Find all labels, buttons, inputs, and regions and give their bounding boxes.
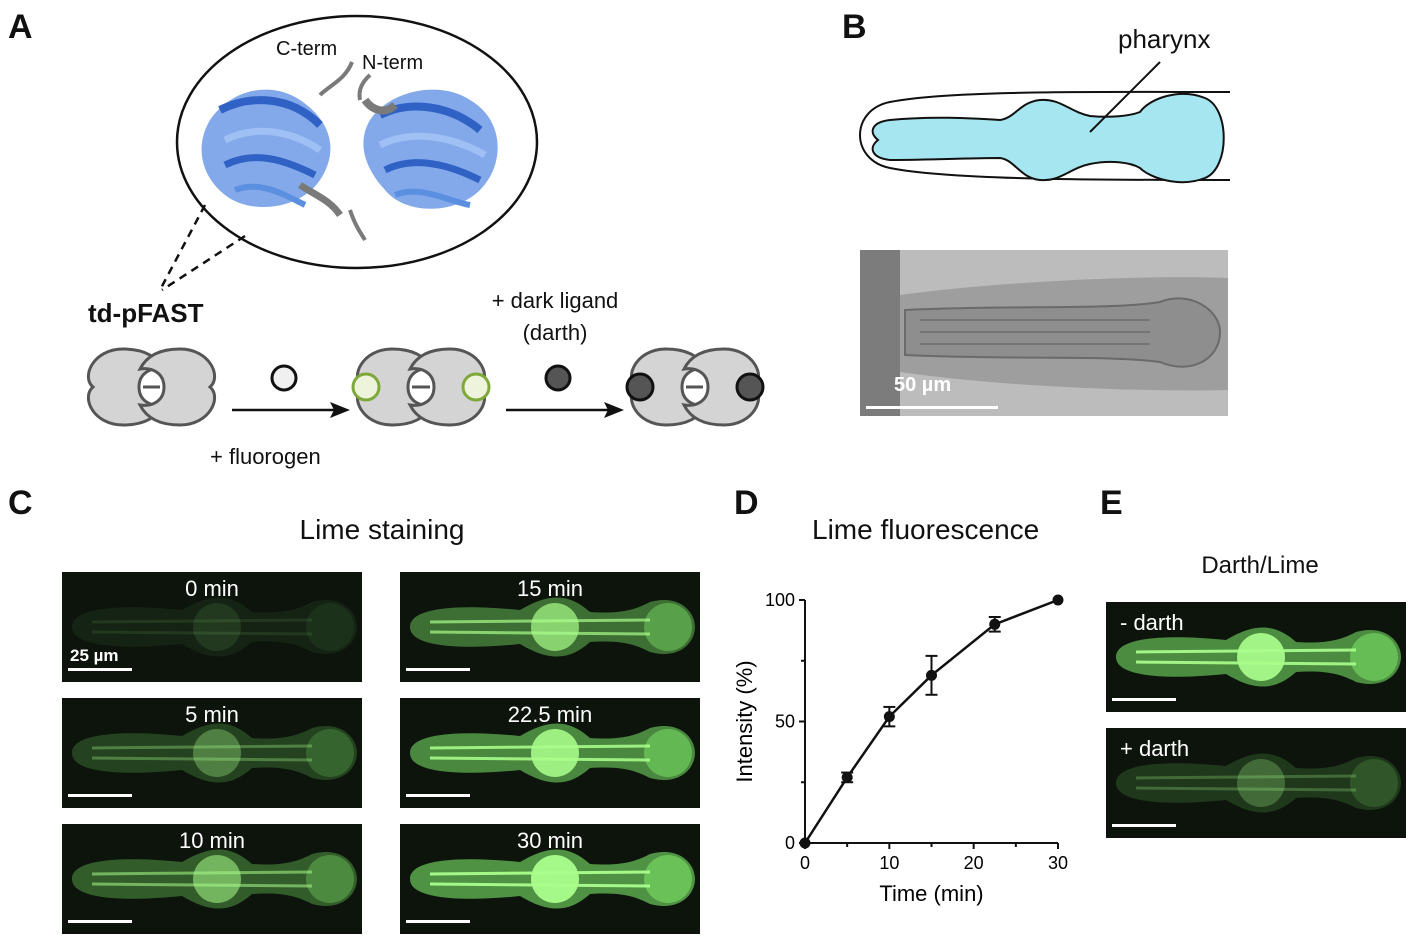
data-point xyxy=(883,711,895,723)
c-term-label: C-term xyxy=(276,38,338,60)
micrograph-3: 15 min xyxy=(400,572,700,682)
panel-c-title: Lime staining xyxy=(299,514,465,545)
fluorogen-circle-icon xyxy=(270,364,298,392)
x-tick-label: 20 xyxy=(964,853,984,873)
td-pfast-fluorogen xyxy=(351,347,491,427)
scale-bar-e1 xyxy=(1112,698,1176,701)
fluorogen-label: + fluorogen xyxy=(210,444,321,469)
panel-b-letter: B xyxy=(842,8,867,46)
scale-bar xyxy=(406,920,470,923)
micrograph-time-label: 22.5 min xyxy=(507,702,593,727)
plus-darth-image: + darth xyxy=(1106,728,1406,838)
scale-bar xyxy=(68,920,132,923)
micrograph-time-label: 10 min xyxy=(178,828,246,853)
scale-bar xyxy=(68,668,132,671)
y-tick-label: 50 xyxy=(775,712,795,732)
micrograph-1: 5 min xyxy=(62,698,362,808)
scale-label-50: 50 µm xyxy=(894,374,952,396)
data-point xyxy=(841,771,853,783)
scale-bar-50 xyxy=(866,406,998,409)
micrograph-2: 10 min xyxy=(62,824,362,934)
micrograph-time-label: 0 min xyxy=(185,576,239,601)
darth-circle-icon xyxy=(544,364,572,392)
protein-name: td-pFAST xyxy=(88,298,204,328)
data-point xyxy=(799,837,811,849)
darth-label: (darth) xyxy=(522,320,588,345)
panel-d-letter: D xyxy=(734,484,759,522)
x-axis-label: Time (min) xyxy=(879,881,983,906)
brightfield-image: 50 µm xyxy=(860,250,1228,416)
panel-c-letter: C xyxy=(8,484,33,522)
micrograph-5: 30 min xyxy=(400,824,700,934)
dark-ligand-label: + dark ligand xyxy=(491,288,619,313)
y-tick-label: 100 xyxy=(765,590,795,610)
x-tick-label: 30 xyxy=(1048,853,1068,873)
panel-d-title: Lime fluorescence xyxy=(812,514,1040,545)
scale-bar-e2 xyxy=(1112,824,1176,827)
data-point xyxy=(989,618,1001,630)
minus-darth-worm xyxy=(1116,627,1401,687)
pharynx-diagram xyxy=(859,61,1231,184)
micrograph-time-label: 5 min xyxy=(185,702,239,727)
series-line xyxy=(803,598,1059,844)
scale-bar xyxy=(406,668,470,671)
data-point xyxy=(926,669,937,681)
pharynx-shape xyxy=(871,93,1225,184)
micrograph-4: 22.5 min xyxy=(400,698,700,808)
worm-glow-4 xyxy=(410,723,695,783)
worm-glow-1 xyxy=(72,723,357,783)
worm-glow-0 xyxy=(72,597,357,657)
td-pfast-empty xyxy=(86,347,217,427)
scale-bar xyxy=(406,794,470,797)
pharynx-label: pharynx xyxy=(1118,24,1211,54)
plus-darth-label: + darth xyxy=(1120,736,1190,761)
panel-a-diagram xyxy=(86,14,765,427)
micrograph-0: 0 min 25 µm xyxy=(62,572,362,682)
minus-darth-image: - darth xyxy=(1106,602,1406,712)
x-tick-label: 0 xyxy=(800,853,810,873)
n-term-label: N-term xyxy=(362,52,424,74)
micrograph-time-label: 30 min xyxy=(516,828,584,853)
td-pfast-darth xyxy=(625,347,765,427)
worm-glow-5 xyxy=(410,849,695,909)
x-tick-label: 10 xyxy=(879,853,899,873)
plus-darth-worm xyxy=(1116,753,1401,813)
panel-e-title: Darth/Lime xyxy=(1201,552,1319,579)
worm-glow-3 xyxy=(410,597,695,657)
minus-darth-label: - darth xyxy=(1120,610,1184,635)
panel-e-letter: E xyxy=(1100,484,1123,522)
scale-label-25: 25 µm xyxy=(70,646,119,665)
panel-a-letter: A xyxy=(8,8,33,46)
data-point xyxy=(1052,594,1064,606)
worm-glow-2 xyxy=(72,849,357,909)
y-axis-label: Intensity (%) xyxy=(732,660,757,782)
scale-bar xyxy=(68,794,132,797)
micrograph-time-label: 15 min xyxy=(516,576,584,601)
protein-structure-icon xyxy=(201,61,498,242)
y-tick-label: 0 xyxy=(785,833,795,853)
